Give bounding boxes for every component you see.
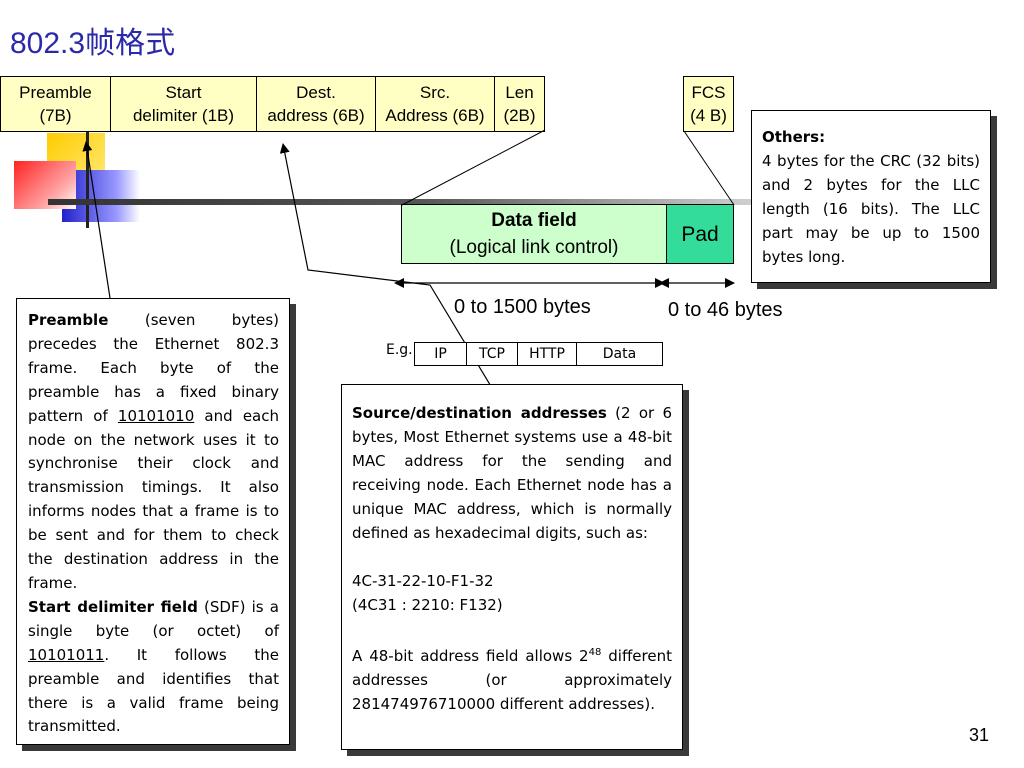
preamble-note-box: Preamble (seven bytes) precedes the Ethe… bbox=[16, 298, 290, 745]
decor-vertical-line bbox=[86, 132, 89, 228]
address-term: Source/destination addresses bbox=[352, 404, 607, 422]
page-number: 31 bbox=[969, 725, 990, 745]
field-dest-address-line1: Dest. bbox=[296, 83, 336, 102]
field-preamble-line1: Preamble bbox=[19, 83, 92, 102]
preamble-text-b: and each node on the network uses it to … bbox=[28, 406, 279, 592]
others-heading: Others: bbox=[762, 128, 826, 146]
preamble-arrow bbox=[82, 141, 111, 299]
others-note-box: Others: 4 bytes for the CRC (32 bits) an… bbox=[751, 110, 991, 283]
field-start-delimiter-line1: Start bbox=[165, 83, 202, 102]
data-field-label: Data field bbox=[491, 210, 577, 231]
example-cell-tcp: TCP bbox=[466, 342, 518, 366]
field-preamble-line2: (7B) bbox=[39, 106, 72, 125]
field-length-line1: Len bbox=[505, 83, 534, 102]
sdf-term: Start delimiter field bbox=[28, 597, 198, 616]
sdf-text-b: . It follows the preamble and identifies… bbox=[28, 645, 279, 736]
fcs-to-pad-line bbox=[683, 130, 735, 206]
field-fcs-line2: (4 B) bbox=[690, 106, 727, 125]
sdf-pattern: 10101011 bbox=[28, 645, 105, 664]
address-count-text-a: A 48-bit address field allows 2 bbox=[352, 647, 589, 665]
preamble-text-a: (seven bytes) precedes the Ethernet 802.… bbox=[28, 311, 279, 425]
others-body: 4 bytes for the CRC (32 bits) and 2 byte… bbox=[762, 152, 980, 266]
len-to-data-line bbox=[401, 129, 546, 206]
example-cell-http: HTTP bbox=[517, 342, 577, 366]
field-length-line2: (2B) bbox=[503, 106, 536, 125]
field-length: Len (2B) bbox=[494, 76, 545, 132]
example-cell-ip: IP bbox=[414, 342, 467, 366]
address-arrow bbox=[279, 143, 496, 394]
address-exponent: 48 bbox=[588, 647, 602, 658]
example-label: E.g. bbox=[386, 342, 413, 358]
preamble-pattern: 10101010 bbox=[117, 406, 195, 425]
preamble-term: Preamble bbox=[28, 311, 109, 329]
pad-range-label: 0 to 46 bytes bbox=[668, 299, 783, 321]
field-fcs: FCS (4 B) bbox=[683, 76, 734, 132]
field-dest-address-line2: address (6B) bbox=[267, 106, 365, 125]
slide-title: 802.3帧格式 bbox=[10, 27, 176, 60]
mac-example-1: 4C-31-22-10-F1-32 bbox=[352, 572, 494, 590]
address-count-text-b: different addresses (or approximately 28… bbox=[352, 647, 672, 713]
field-src-address-line1: Src. bbox=[419, 83, 451, 102]
decor-horizontal-line bbox=[48, 199, 788, 205]
address-text: (2 or 6 bytes, Most Ethernet systems use… bbox=[352, 404, 672, 542]
data-field-box: Data field (Logical link control) bbox=[401, 204, 667, 264]
sdf-text-a: (SDF) is a single byte (or octet) of bbox=[28, 597, 279, 640]
field-src-address: Src. Address (6B) bbox=[375, 76, 495, 132]
field-dest-address: Dest. address (6B) bbox=[256, 76, 376, 132]
pad-field-box: Pad bbox=[666, 204, 734, 264]
field-fcs-line1: FCS bbox=[691, 83, 726, 102]
example-cell-data: Data bbox=[576, 342, 663, 366]
data-range-label: 0 to 1500 bytes bbox=[454, 296, 591, 318]
field-start-delimiter-line2: delimiter (1B) bbox=[132, 106, 235, 125]
field-start-delimiter: Start delimiter (1B) bbox=[110, 76, 257, 132]
field-preamble: Preamble (7B) bbox=[0, 76, 111, 132]
field-src-address-line2: Address (6B) bbox=[385, 106, 485, 125]
mac-example-2: (4C31 : 2210: F132) bbox=[352, 596, 503, 614]
data-field-sublabel: (Logical link control) bbox=[449, 237, 619, 258]
address-note-box: Source/destination addresses (2 or 6 byt… bbox=[341, 384, 683, 750]
